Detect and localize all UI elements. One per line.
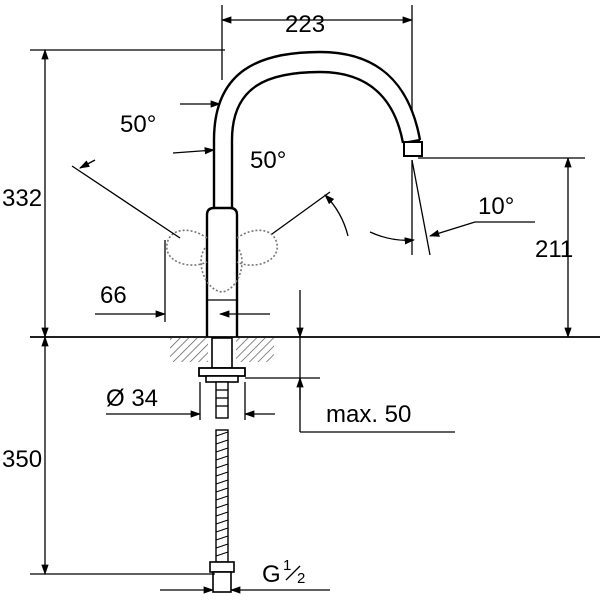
angle-lever	[71, 147, 349, 239]
mounting-assembly	[198, 337, 246, 419]
dim-max-thickness-label: max. 50	[326, 401, 411, 428]
dim-top-width	[220, 5, 414, 110]
dim-handle-offset-label: 66	[100, 282, 127, 309]
dim-below-counter	[30, 335, 215, 576]
lever-ghost-right	[236, 229, 278, 266]
dim-height-total-label: 332	[2, 185, 42, 212]
dim-spout-height-label: 211	[535, 236, 573, 263]
dim-height-total	[30, 48, 225, 339]
dim-below-counter-label: 350	[2, 446, 42, 473]
flexible-hose	[209, 429, 235, 593]
lever-ghost-left	[166, 229, 208, 266]
spout	[212, 50, 423, 157]
faucet-body	[205, 140, 239, 337]
counter-section-hatch	[170, 338, 274, 362]
dim-diameter-label: Ø 34	[106, 385, 158, 412]
dim-max-thickness	[245, 337, 455, 433]
dim-connection-label: G	[262, 561, 281, 588]
dim-connection-numerator: 1	[283, 557, 291, 574]
dim-spout-height	[418, 156, 585, 339]
dim-handle-offset	[95, 240, 270, 322]
angle-spout-swivel-label: 50°	[120, 111, 156, 138]
dim-diameter	[106, 382, 275, 420]
angle-spout-tilt	[369, 159, 535, 256]
dim-top-width-label: 223	[285, 11, 325, 38]
angle-spout-tilt-label: 10°	[478, 193, 514, 220]
dim-connection-denominator: 2	[297, 570, 305, 587]
angle-lever-label: 50°	[250, 147, 286, 174]
